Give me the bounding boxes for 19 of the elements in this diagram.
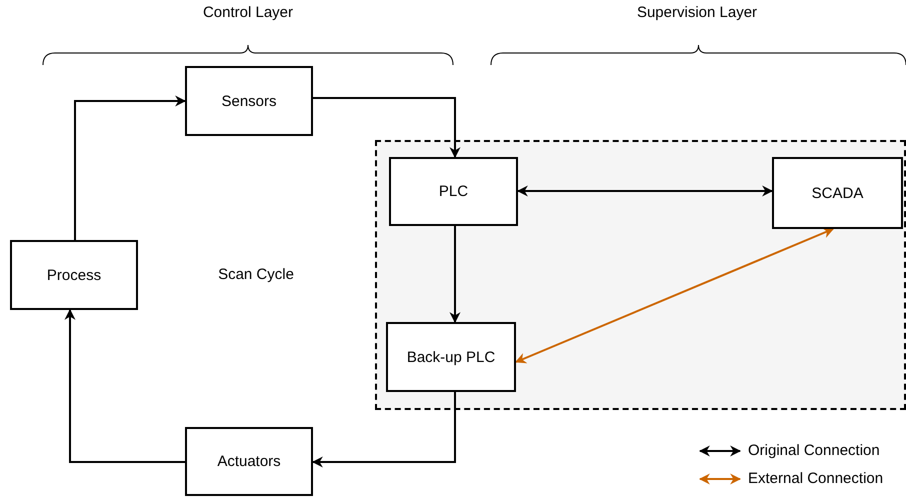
arrow [74, 96, 186, 240]
layer-label: Supervision Layer [636, 4, 758, 21]
arrow [313, 97, 460, 158]
process-box: Back-up PLC [386, 322, 516, 392]
legend-label: External Connection [748, 470, 884, 487]
arrow [514, 228, 834, 364]
layer-label: Control Layer [202, 4, 294, 21]
arrow [450, 226, 460, 324]
legend-label: Original Connection [748, 442, 880, 459]
process-box: Sensors [185, 66, 313, 136]
process-box: Process [10, 240, 138, 310]
arrow [516, 186, 774, 196]
process-box: SCADA [772, 157, 903, 229]
dashed-region [375, 140, 906, 410]
arrow [64, 308, 185, 463]
process-box: Actuators [185, 427, 313, 496]
cycle-label: Scan Cycle [218, 266, 294, 283]
arrow [312, 392, 456, 468]
process-box: PLC [389, 157, 518, 226]
